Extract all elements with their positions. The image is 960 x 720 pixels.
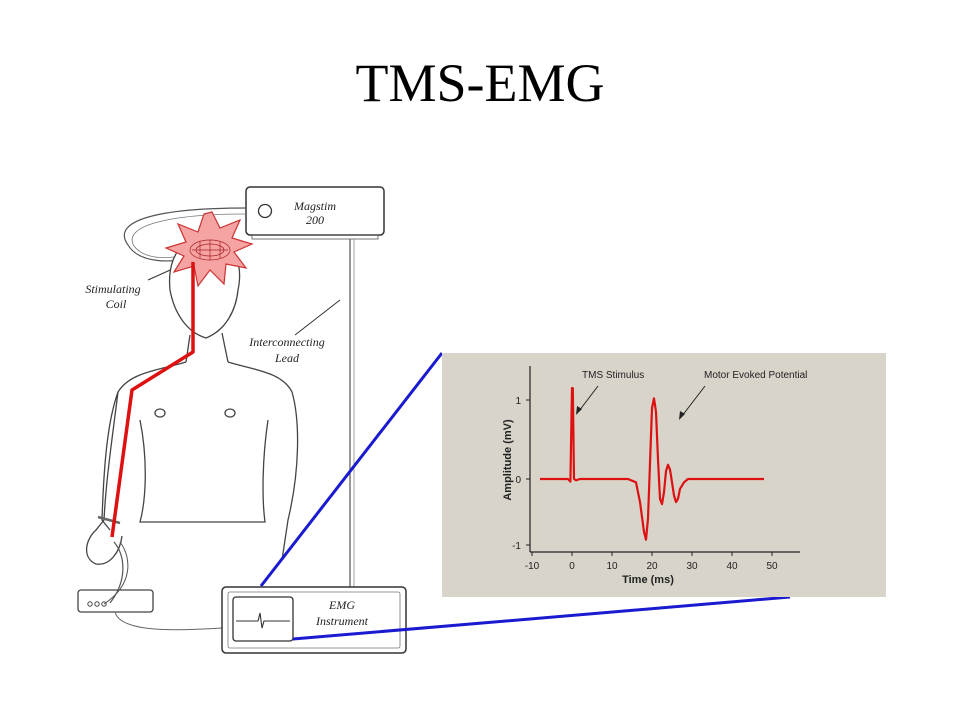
x-tick-label: 20 <box>646 561 658 572</box>
motor-pathway <box>110 262 195 538</box>
device-label-line2: 200 <box>306 213 324 227</box>
device-label-line1: Magstim <box>293 199 336 213</box>
x-tick-label: 10 <box>606 561 618 572</box>
annotation-tms-stimulus: TMS Stimulus <box>582 370 644 381</box>
annotation-arrow-tms <box>578 385 599 412</box>
mep-chart-background <box>442 353 886 597</box>
annotation-mep: Motor Evoked Potential <box>704 370 807 381</box>
knob-icon <box>257 203 273 219</box>
coil-label-line2: Coil <box>106 297 127 311</box>
x-tick-label: 40 <box>726 561 738 572</box>
emg-trace-icon <box>236 612 290 629</box>
electrode-box <box>77 541 223 631</box>
page-title: TMS-EMG <box>355 53 605 113</box>
magstim-device: Magstim 200 <box>245 186 385 240</box>
y-tick-label: 1 <box>515 396 521 407</box>
emg-screen <box>232 596 294 642</box>
emg-label-line1: EMG <box>328 598 355 612</box>
mep-series-line <box>540 387 764 541</box>
x-tick-label: 0 <box>569 561 575 572</box>
annotation-arrow-mep <box>681 385 706 417</box>
x-tick-label: -10 <box>525 561 540 572</box>
arrow-head-icon <box>679 411 685 420</box>
y-tick-label: -1 <box>512 541 521 552</box>
zoom-line-bottom <box>292 595 791 641</box>
emg-label-line2: Instrument <box>315 614 369 628</box>
x-tick-label: 50 <box>766 561 778 572</box>
x-axis-title: Time (ms) <box>622 574 674 586</box>
emg-instrument: EMG Instrument <box>221 586 407 654</box>
y-axis-title: Amplitude (mV) <box>502 419 514 501</box>
stimulating-coil <box>164 211 254 288</box>
arrow-head-icon <box>576 406 582 415</box>
lead-label-line2: Lead <box>274 351 300 365</box>
device-cable <box>123 207 247 262</box>
zoom-line-top <box>259 352 444 587</box>
x-tick-label: 30 <box>686 561 698 572</box>
lead-label-line1: Interconnecting <box>248 335 325 349</box>
y-tick-label: 0 <box>515 475 521 486</box>
coil-label-line1: Stimulating <box>85 282 140 296</box>
